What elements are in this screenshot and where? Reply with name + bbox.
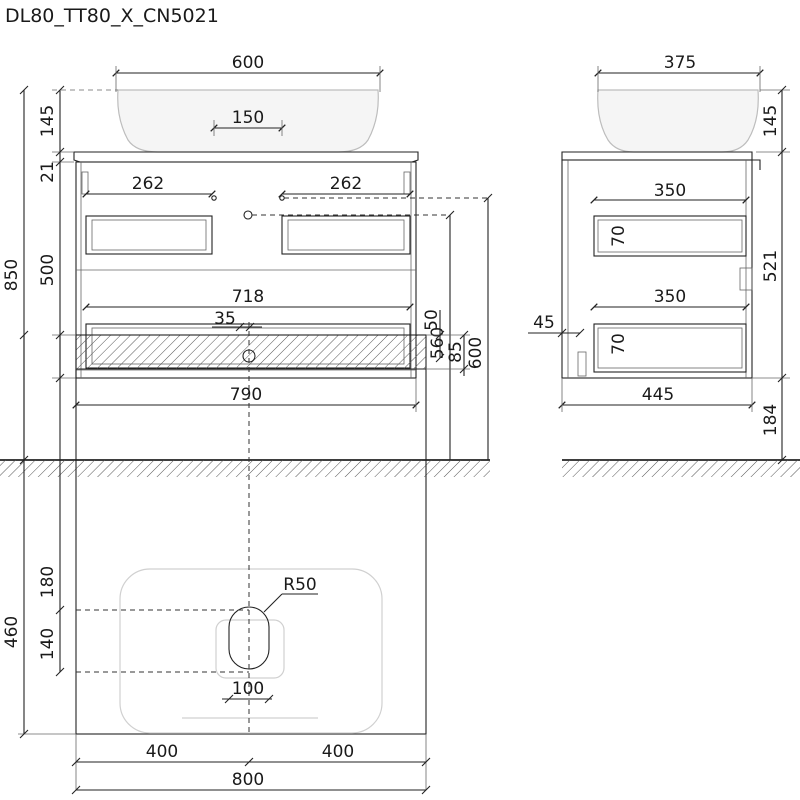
- dim-bowl-height: 145: [38, 105, 58, 137]
- side-drawer-upper: [593, 215, 747, 257]
- drawing-title: DL80_TT80_X_CN5021: [5, 5, 219, 27]
- dim-right-half: 400: [322, 742, 354, 762]
- dim-body-height: 521: [761, 250, 781, 282]
- dim-cabinet-width: 790: [230, 385, 262, 405]
- dim-side-bowl-height: 145: [761, 105, 781, 137]
- top-rear-band: [75, 334, 427, 370]
- dim-left-half: 400: [146, 742, 178, 762]
- floor-hatch-side: [562, 459, 800, 477]
- top-drain-area: [215, 619, 285, 679]
- dim-total-width: 800: [232, 770, 264, 790]
- dim-rear-offset: 45: [533, 313, 555, 333]
- side-drawer-lower: [593, 323, 747, 373]
- dim-drawer-height: 500: [38, 254, 58, 286]
- dim-drain-width: 100: [232, 679, 264, 699]
- top-bowl-outline: [119, 568, 383, 734]
- front-upper-drawer-left: [85, 215, 213, 255]
- floor-hatch-front: [0, 459, 490, 477]
- dim-drain-offset: 150: [232, 108, 264, 128]
- dim-rear-band-85: 85: [446, 341, 466, 363]
- dim-bowl-width: 600: [232, 53, 264, 73]
- front-siphon-hole: [243, 210, 253, 220]
- dim-upper-drawer-left: 262: [132, 174, 164, 194]
- dim-floor-clearance: 184: [761, 404, 781, 436]
- dim-drawer-depth-lower: 350: [654, 287, 686, 307]
- dim-cabinet-depth: 445: [642, 385, 674, 405]
- dim-top-thickness: 21: [38, 161, 58, 183]
- dim-radius: R50: [283, 575, 316, 595]
- dim-drawer-front-upper: 70: [609, 225, 629, 247]
- dim-total-depth: 460: [2, 616, 22, 648]
- dim-drain-from-back: 180: [38, 566, 58, 598]
- dim-bowl-depth: 375: [664, 53, 696, 73]
- side-view: 375 350 350 70 70 45 445 145 521 184: [528, 53, 800, 477]
- front-view: 600 150 262 262 718 790 145 21 500: [0, 53, 493, 477]
- front-upper-drawer-right: [281, 215, 411, 255]
- side-bowl: [597, 89, 759, 153]
- side-countertop: [561, 151, 753, 161]
- dim-rear-band-50: 50: [422, 309, 442, 331]
- dim-drawer-depth-upper: 350: [654, 181, 686, 201]
- dim-lower-drawer-width: 718: [232, 287, 264, 307]
- top-view: 35 50 85 180 140 460 R50 100: [2, 309, 470, 795]
- dim-drain-spacing: 140: [38, 628, 58, 660]
- dim-drawer-front-lower: 70: [609, 333, 629, 355]
- dim-upper-drawer-right: 262: [330, 174, 362, 194]
- dim-total-height: 850: [2, 259, 22, 291]
- dim-hole-offset: 35: [214, 309, 236, 329]
- front-countertop: [73, 151, 419, 163]
- dim-mount-600: 600: [466, 337, 486, 369]
